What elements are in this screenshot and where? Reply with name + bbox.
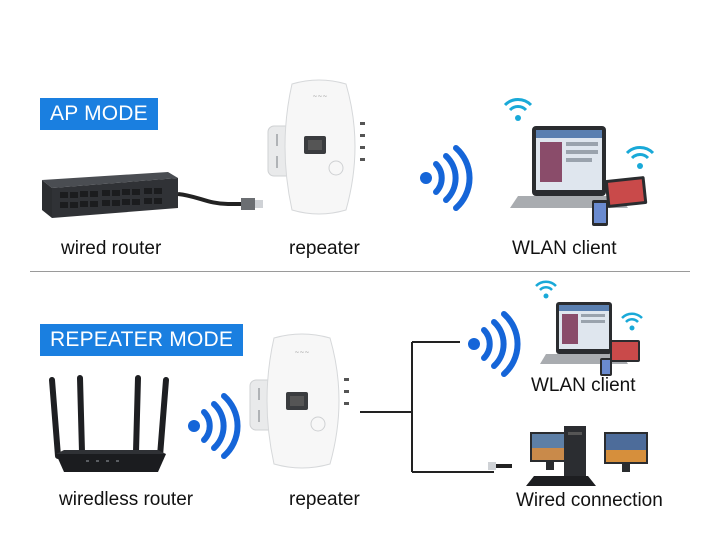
wifi-signal-icon <box>468 311 521 377</box>
wifi-signal-icon <box>420 145 473 211</box>
svg-text:~~~: ~~~ <box>312 93 327 100</box>
wifi-signal-icon <box>188 393 241 459</box>
section-divider <box>30 271 690 272</box>
repeater-icon: ~~~ <box>267 79 365 215</box>
repeater-mode-repeater-caption: repeater <box>289 489 360 510</box>
repeater-mode-label: REPEATER MODE <box>40 324 244 356</box>
ap-mode-label: AP MODE <box>40 98 158 130</box>
repeater-wlan-client-caption: WLAN client <box>531 375 636 396</box>
wired-connection-caption: Wired connection <box>516 490 663 511</box>
wireless-router-icon <box>49 375 169 472</box>
connector-lines <box>360 341 494 473</box>
wireless-router-caption: wiredless router <box>59 489 194 510</box>
svg-text:~~~: ~~~ <box>294 349 309 356</box>
laptop-phone-tablet-icon <box>503 98 655 226</box>
ap-wired-router-caption: wired router <box>61 238 162 259</box>
laptop-phone-tablet-icon <box>535 280 643 376</box>
wired-router-icon <box>42 172 263 218</box>
repeater-icon: ~~~ <box>249 333 349 469</box>
ap-repeater-caption: repeater <box>289 238 360 259</box>
ap-wlan-client-caption: WLAN client <box>512 238 617 259</box>
desktop-computer-icon <box>488 426 648 486</box>
